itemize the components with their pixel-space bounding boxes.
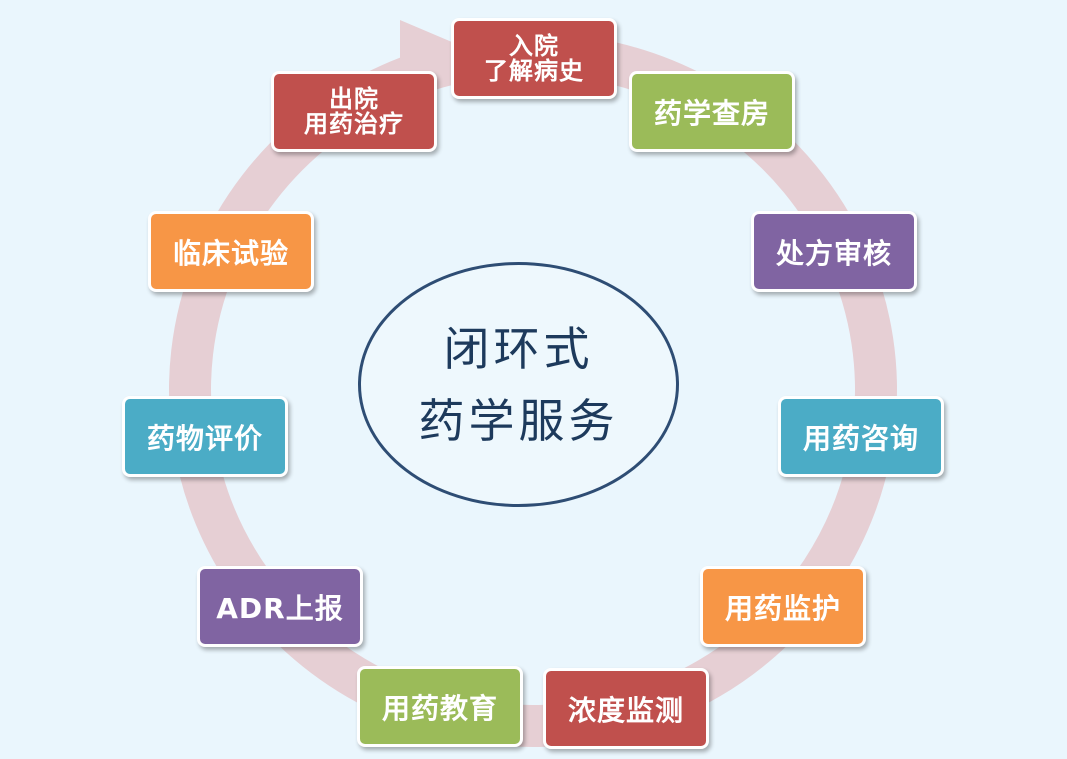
step-prescription-review: 处方审核	[751, 211, 917, 292]
step-concentration-monitoring-label: 浓度监测	[567, 693, 684, 727]
step-admission: 入院 了解病史	[451, 18, 617, 99]
step-medication-education: 用药教育	[357, 666, 523, 747]
step-medication-consultation: 用药咨询	[778, 396, 944, 477]
step-admission-line1: 入院	[509, 31, 559, 60]
cycle-arrow-head	[400, 20, 466, 78]
step-pharmacy-rounds: 药学查房	[629, 71, 795, 152]
step-adr-report: ADR上报	[197, 566, 363, 647]
center-ellipse: 闭环式 药学服务	[358, 262, 679, 507]
step-pharmacy-rounds-label: 药学查房	[653, 96, 770, 130]
step-admission-line2: 了解病史	[484, 56, 584, 85]
step-discharge: 出院 用药治疗	[271, 71, 437, 152]
center-title-line1: 闭环式	[443, 321, 594, 376]
step-discharge-line1: 出院	[329, 84, 379, 113]
step-discharge-line2: 用药治疗	[304, 109, 404, 138]
step-concentration-monitoring: 浓度监测	[543, 668, 709, 749]
step-drug-evaluation-label: 药物评价	[146, 421, 263, 455]
step-medication-monitoring-label: 用药监护	[724, 591, 841, 625]
step-clinical-trial-label: 临床试验	[172, 236, 289, 270]
step-adr-report-label: ADR上报	[216, 591, 344, 625]
step-clinical-trial: 临床试验	[148, 211, 314, 292]
step-medication-education-label: 用药教育	[381, 691, 498, 725]
step-drug-evaluation: 药物评价	[122, 396, 288, 477]
step-medication-consultation-label: 用药咨询	[802, 421, 919, 455]
step-medication-monitoring: 用药监护	[700, 566, 866, 647]
center-title-line2: 药学服务	[418, 393, 619, 448]
step-prescription-review-label: 处方审核	[775, 236, 892, 270]
